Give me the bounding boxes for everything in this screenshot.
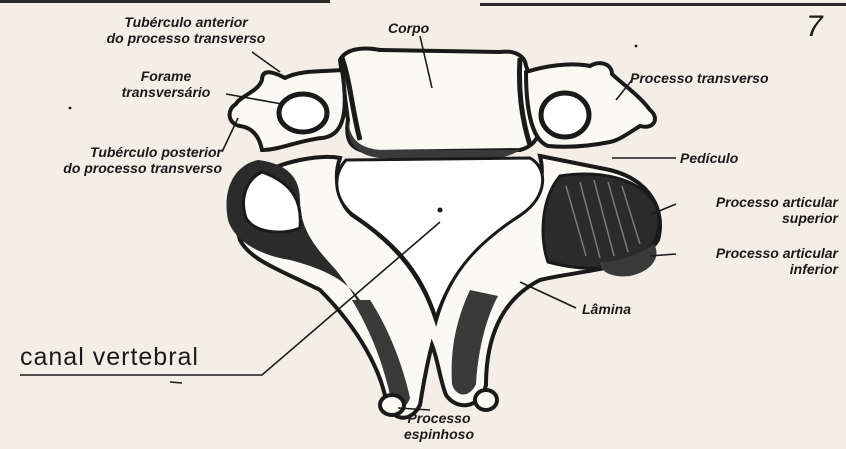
label-processo-transverso: Processo transverso (630, 70, 769, 86)
label-corpo: Corpo (388, 20, 429, 36)
right-transverse-foramen (541, 93, 589, 137)
speck-3 (170, 382, 182, 383)
leader-lamina (520, 282, 576, 308)
scan-edge-left (0, 0, 330, 3)
label-tuberculo-posterior: Tubérculo posterior do processo transver… (0, 144, 222, 176)
label-lamina: Lâmina (582, 301, 631, 317)
label-pediculo: Pedículo (680, 150, 738, 166)
spinous-tip-right (475, 390, 497, 410)
speck-1 (69, 107, 72, 110)
label-processo-espinhoso: Processo espinhoso (384, 410, 494, 442)
label-canal-vertebral: canal vertebral (20, 343, 199, 372)
leader-tuberculo-anterior (252, 52, 280, 72)
label-forame: Forame transversário (104, 68, 228, 100)
label-processo-articular-inferior: Processo articular inferior (672, 245, 838, 277)
label-processo-articular-superior: Processo articular superior (672, 194, 838, 226)
scan-edge-right (480, 3, 846, 6)
left-transverse-foramen (279, 94, 327, 132)
speck-2 (635, 45, 638, 48)
canal-marker-dot (438, 208, 443, 213)
label-tuberculo-anterior: Tubérculo anterior do processo transvers… (76, 14, 296, 46)
vertebral-body (340, 48, 542, 152)
page-number: 7 (806, 10, 823, 44)
leader-tuberculo-posterior (222, 118, 238, 152)
